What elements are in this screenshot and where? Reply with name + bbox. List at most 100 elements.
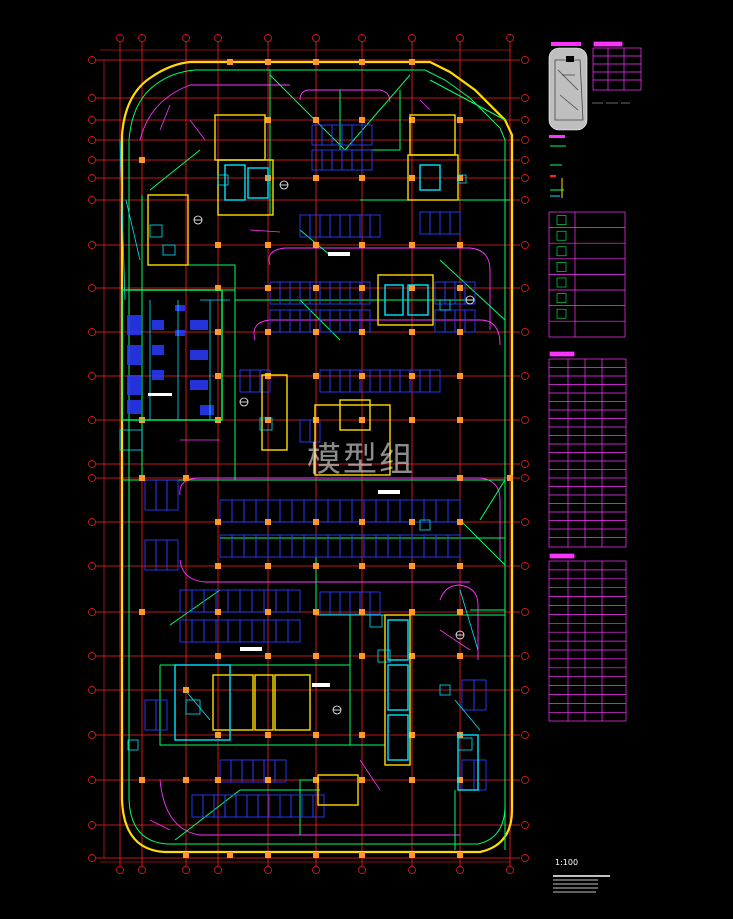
- column: [313, 852, 319, 858]
- equipment-block: [127, 315, 141, 335]
- column: [457, 777, 463, 783]
- column: [215, 732, 221, 738]
- equipment-block: [175, 330, 185, 336]
- column: [215, 242, 221, 248]
- key-plan-thumbnail: [548, 42, 588, 131]
- wall-diagonal: [149, 149, 201, 191]
- detail-block: [457, 737, 473, 751]
- column: [265, 417, 271, 423]
- column: [265, 563, 271, 569]
- parking-stall: [287, 589, 301, 613]
- parking-stall: [449, 211, 461, 235]
- column: [313, 417, 319, 423]
- column: [265, 59, 271, 65]
- column: [409, 329, 415, 335]
- column: [359, 373, 365, 379]
- wall-diagonal: [479, 479, 506, 521]
- column: [313, 777, 319, 783]
- column: [359, 329, 365, 335]
- grid-bubble: [88, 518, 96, 526]
- column: [457, 117, 463, 123]
- parking-stall: [369, 591, 381, 615]
- wall-diagonal: [439, 259, 506, 321]
- parking-stall: [166, 479, 179, 511]
- parking-stall: [259, 369, 271, 393]
- column: [313, 59, 319, 65]
- magenta-detail-lines: [149, 99, 471, 831]
- grid-bubble: [88, 731, 96, 739]
- equipment-block: [152, 370, 164, 380]
- detail-block: [217, 174, 229, 186]
- parking-stall: [447, 499, 461, 523]
- detail-block: [457, 174, 467, 184]
- legend-symbol-table: [592, 41, 642, 104]
- column: [359, 59, 365, 65]
- grid-bubble: [521, 328, 529, 336]
- column: [409, 285, 415, 291]
- column: [183, 777, 189, 783]
- grid-bubble: [521, 136, 529, 144]
- equipment-block: [190, 320, 208, 330]
- column: [265, 373, 271, 379]
- grid-bubble: [521, 474, 529, 482]
- column: [265, 285, 271, 291]
- column: [409, 117, 415, 123]
- column: [409, 777, 415, 783]
- parking-stall: [287, 619, 301, 643]
- detail-line: [249, 229, 281, 233]
- detail-line: [184, 689, 211, 721]
- column: [313, 653, 319, 659]
- detail-line: [459, 589, 479, 651]
- column: [409, 59, 415, 65]
- column: [409, 563, 415, 569]
- legend-symbol: [556, 215, 567, 225]
- detail-block: [185, 699, 201, 715]
- drawing-scale: 1:100: [555, 858, 579, 867]
- detail-line: [125, 199, 141, 261]
- column: [359, 732, 365, 738]
- grid-bubble: [88, 94, 96, 102]
- parking-stall: [464, 309, 476, 333]
- wall-line: [159, 665, 350, 746]
- parking-stall: [473, 759, 487, 791]
- parking-stall: [447, 534, 461, 558]
- detail-block: [419, 519, 431, 531]
- room-schedule-table: [548, 211, 626, 338]
- column: [183, 687, 189, 693]
- section-markers: [193, 180, 475, 715]
- detail-block: [439, 684, 451, 696]
- grid-bubble: [88, 474, 96, 482]
- column: [457, 285, 463, 291]
- grid-bubble: [312, 866, 320, 874]
- building-outline: [120, 60, 514, 854]
- column: [313, 175, 319, 181]
- grid-bubble: [521, 116, 529, 124]
- column: [457, 475, 463, 481]
- grid-bubble: [408, 34, 416, 42]
- legend-symbol: [556, 262, 567, 272]
- column: [507, 475, 513, 481]
- grid-bubble: [88, 854, 96, 862]
- equipment-block: [127, 345, 141, 365]
- wall-diagonal: [344, 74, 411, 151]
- legend-symbol: [556, 277, 567, 288]
- grid-bubble: [88, 284, 96, 292]
- column: [457, 242, 463, 248]
- grid-bubble: [88, 821, 96, 829]
- column: [409, 609, 415, 615]
- column: [313, 373, 319, 379]
- grid-bubble: [521, 821, 529, 829]
- legend-line-samples: [549, 135, 566, 198]
- column: [215, 563, 221, 569]
- column: [265, 732, 271, 738]
- parking-stall: [359, 281, 371, 305]
- column: [215, 777, 221, 783]
- grid-bubble: [88, 174, 96, 182]
- column: [457, 329, 463, 335]
- grid-bubble: [88, 241, 96, 249]
- column: [139, 777, 145, 783]
- parking-stall: [155, 699, 168, 731]
- axis-grid-bubbles: [88, 34, 529, 874]
- area-schedule-table: [548, 553, 627, 722]
